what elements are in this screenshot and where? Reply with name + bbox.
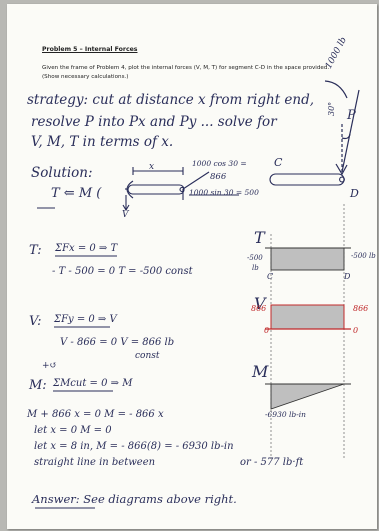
diagram-label-d: D: [344, 272, 351, 281]
fbd-v-label: V: [122, 210, 129, 220]
t-diagram-area: [270, 247, 345, 271]
component-cos: 1000 cos 30 =: [192, 159, 247, 168]
load-arrow: [324, 80, 360, 176]
v-diagram-area: [270, 304, 345, 330]
t-diagram-title: T: [254, 228, 265, 247]
component-sin: 1000 sin 30 = 500: [189, 188, 259, 197]
calc-underlines: [35, 255, 117, 509]
beam-label-d: D: [350, 187, 359, 200]
v-equation-2: V - 866 = 0 V = 866 lb: [60, 337, 175, 348]
v-zero-right: 0: [353, 326, 359, 335]
fbd-left-label: T ⇐ M (: [51, 186, 102, 201]
v-const: const: [135, 351, 160, 361]
m-equation-4: let x = 8 in, M = - 866(8) = - 6930 lb-i…: [34, 441, 234, 452]
answer-text: Answer: See diagrams above right.: [32, 492, 237, 506]
strategy-line-3: V, M, T in terms of x.: [31, 134, 174, 150]
diagram-guides: [270, 204, 345, 459]
component-866: 866: [210, 172, 227, 182]
m-equation-2: M + 866 x = 0 M = - 866 x: [27, 409, 164, 420]
beam-cd: [269, 173, 345, 186]
beam-label-c: C: [274, 156, 283, 169]
t-right-value: -500 lb: [351, 252, 376, 260]
solution-label: Solution:: [31, 165, 93, 181]
m-equation-1: ΣMcut = 0 ⇒ M: [53, 378, 133, 389]
t-left-unit: lb: [252, 264, 259, 272]
fbd-x-label: x: [149, 162, 155, 172]
diagram-label-c: C: [267, 272, 274, 281]
m-diagram-title: M: [252, 362, 269, 381]
fbd-sketch: [37, 167, 239, 212]
t-equation-1: ΣFx = 0 ⇒ T: [55, 243, 118, 254]
t-label: T:: [29, 243, 42, 258]
sketch-linework: [35, 80, 360, 509]
v-equation-1: ΣFy = 0 ⇒ V: [54, 314, 117, 325]
v-left-value: 866: [251, 304, 267, 313]
m-equation-5: straight line in between: [34, 457, 156, 468]
m-value: -6930 lb-in: [265, 410, 306, 419]
t-equation-2: - T - 500 = 0 T = -500 const: [52, 266, 193, 277]
v-right-value: 866: [353, 304, 369, 313]
instructions: Given the frame of Problem 4, plot the i…: [42, 65, 330, 71]
problem-title: Problem 5 – Internal Forces: [42, 46, 138, 53]
m-diagram-area: [270, 383, 345, 410]
strategy-line-1: strategy: cut at distance x from right e…: [27, 92, 315, 108]
t-left-value: -500: [247, 254, 263, 262]
moment-sign-convention: +↺: [42, 361, 58, 371]
m-equation-3: let x = 0 M = 0: [34, 425, 112, 436]
load-force-label: P: [347, 108, 356, 123]
v-diagram: [265, 304, 351, 330]
m-label: M:: [29, 378, 47, 393]
m-diagram: [265, 383, 351, 410]
v-diagram-title: V: [254, 294, 266, 313]
v-label: V:: [29, 314, 42, 329]
strategy-line-2: resolve P into Px and Py ... solve for: [31, 114, 277, 130]
t-diagram: [265, 247, 351, 271]
m-equation-6: or - 577 lb·ft: [240, 457, 304, 468]
v-zero-left: 0: [264, 326, 270, 335]
worksheet-page: Problem 5 – Internal Forces Given the fr…: [7, 4, 377, 529]
instructions-note: (Show necessary calculations.): [42, 74, 129, 80]
